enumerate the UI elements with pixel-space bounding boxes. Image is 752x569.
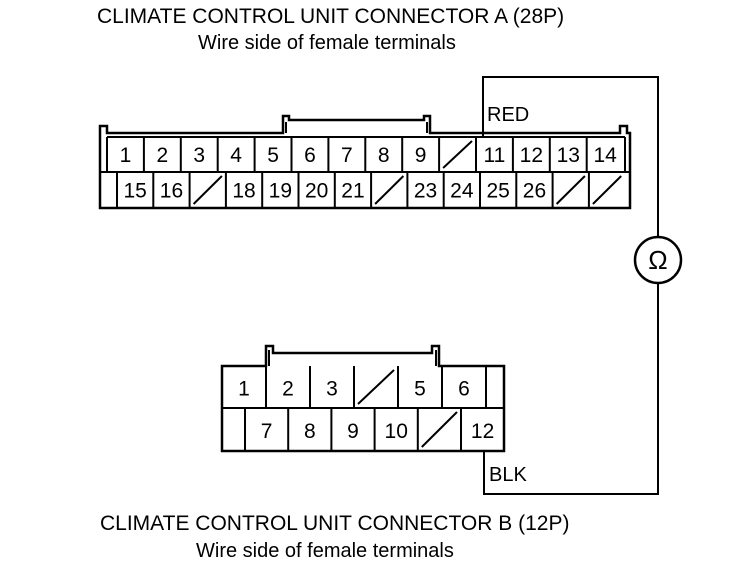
connector-b-row1-terminal: 1 — [238, 377, 250, 400]
connector-a-row2-terminal: 23 — [414, 180, 437, 203]
connector-a-row2-terminal: 15 — [123, 180, 146, 203]
connector-a-row1-unused-terminal — [442, 140, 473, 169]
connector-a-row2-terminal: 16 — [160, 180, 183, 203]
connector-a-row1-terminal: 12 — [520, 144, 543, 167]
connector-a-row1-terminal: 1 — [120, 144, 132, 167]
connector-a-row2-unused-terminal — [374, 175, 405, 205]
connector-a-row2-terminal: 26 — [523, 180, 546, 203]
connector-a-row1-terminal: 14 — [593, 144, 617, 167]
probe-wire-red — [482, 76, 659, 237]
connector-a-row1-terminal: 13 — [557, 144, 580, 167]
connector-a-row2-terminal: 20 — [305, 180, 328, 203]
connector-a-row1-terminal: 9 — [415, 144, 427, 167]
connector-a-row1-terminal: 6 — [304, 144, 316, 167]
connector-a-row2-terminal: 18 — [232, 180, 255, 203]
connector-a-row2-terminal: 21 — [341, 180, 364, 203]
ohm-symbol: Ω — [648, 245, 667, 275]
ohmmeter-icon: Ω — [633, 235, 683, 285]
connector-b-row1-terminal: 5 — [414, 377, 426, 400]
connector-a-row1-terminal: 2 — [157, 144, 169, 167]
connector-b-row1-unused-terminal — [357, 369, 395, 405]
connector-a-row1-terminal: 3 — [193, 144, 205, 167]
connector-b-row2-unused-terminal — [421, 411, 458, 448]
connector-a-row2-terminal: 25 — [486, 180, 509, 203]
connector-a-row1-terminal: 8 — [378, 144, 390, 167]
connector-a-row2-terminal: 24 — [450, 180, 474, 203]
connector-a-row2-unused-terminal — [555, 175, 586, 205]
connector-b-row1-terminal: 6 — [458, 377, 470, 400]
connector-a-subtitle: Wire side of female terminals — [198, 32, 456, 54]
probe-wire-blk — [483, 283, 659, 495]
connector-b-row2-terminal: 8 — [304, 420, 316, 443]
red-wire-label: RED — [487, 104, 529, 126]
connector-b-row1-terminal: 2 — [282, 377, 294, 400]
connector-b-row2-terminal: 12 — [471, 420, 494, 443]
connector-b-row2-terminal: 10 — [385, 420, 408, 443]
blk-wire-label: BLK — [489, 464, 527, 486]
connector-a-row1-terminal: 4 — [230, 144, 242, 167]
connector-b-row2-terminal: 9 — [347, 420, 359, 443]
connector-a-row2-unused-terminal — [192, 175, 223, 205]
connector-a-row1-terminal: 11 — [484, 144, 506, 167]
connector-a-row2-unused-terminal — [592, 175, 622, 205]
connector-b-row2-terminal: 7 — [261, 420, 273, 443]
connector-a-row1-terminal: 5 — [267, 144, 279, 167]
connector-a-row2-terminal: 19 — [269, 180, 292, 203]
connector-a-title: CLIMATE CONTROL UNIT CONNECTOR A (28P) — [97, 5, 564, 28]
connector-b-title: CLIMATE CONTROL UNIT CONNECTOR B (12P) — [100, 512, 569, 535]
connector-b-row1-terminal: 3 — [326, 377, 338, 400]
connector-b-subtitle: Wire side of female terminals — [196, 540, 454, 562]
connector-a-row1-terminal: 7 — [341, 144, 353, 167]
